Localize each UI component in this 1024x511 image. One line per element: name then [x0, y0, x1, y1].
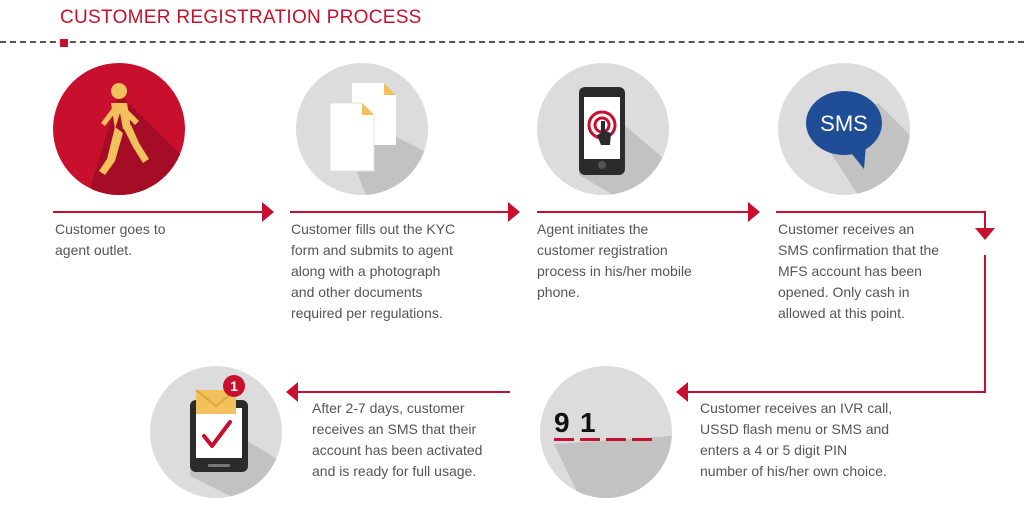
step-6-circle: 1: [150, 366, 282, 498]
pin-underline-1: [554, 438, 574, 441]
sms-bubble-icon: SMS: [806, 91, 910, 195]
svg-text:SMS: SMS: [820, 111, 868, 136]
title-marker: [60, 39, 68, 47]
pin-underline-3: [606, 438, 626, 441]
step-2-circle: [296, 63, 428, 195]
documents-icon: [329, 83, 428, 195]
arrow-head-1: [262, 202, 274, 222]
step-3-circle: [537, 63, 669, 195]
mobile-touch-icon: [579, 87, 669, 195]
notification-badge: 1: [230, 378, 238, 394]
step-6-text: After 2-7 days, customer receives an SMS…: [312, 400, 483, 479]
step-1-circle: [53, 63, 185, 195]
step-1-text: Customer goes to agent outlet.: [55, 221, 166, 258]
pin-entry-icon: 9 1: [554, 407, 672, 498]
flow-line-5: [688, 255, 986, 393]
title-divider: [0, 41, 1024, 43]
page-title: CUSTOMER REGISTRATION PROCESS: [60, 7, 422, 28]
pin-underline-4: [632, 438, 652, 441]
arrow-head-6: [286, 382, 298, 402]
arrow-head-3: [748, 202, 760, 222]
step-2-text: Customer fills out the KYC form and subm…: [291, 221, 456, 321]
arrow-head-4: [975, 228, 995, 240]
walking-person-icon: [91, 83, 185, 195]
step-3-text: Agent initiates the customer registratio…: [537, 221, 692, 300]
arrow-head-2: [508, 202, 520, 222]
message-notification-icon: 1: [190, 375, 282, 498]
pin-digit-1: 9: [554, 407, 570, 438]
flow-line-4: [776, 211, 986, 228]
pin-digit-2: 1: [580, 407, 596, 438]
step-5-circle: 9 1: [540, 366, 672, 498]
step-4-circle: SMS: [778, 63, 910, 195]
arrow-head-5: [676, 382, 688, 402]
step-4-text: Customer receives an SMS confirmation th…: [778, 221, 940, 321]
step-5-text: Customer receives an IVR call, USSD flas…: [700, 400, 893, 479]
pin-underline-2: [580, 438, 600, 441]
